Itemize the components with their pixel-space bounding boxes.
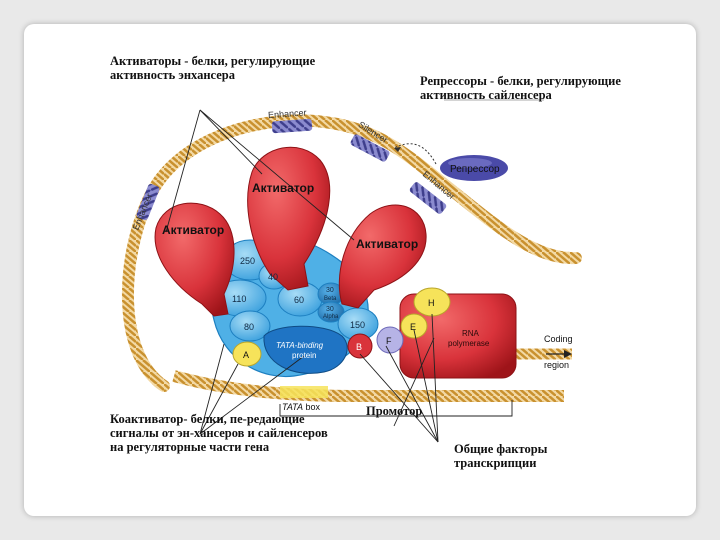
repressor-arrow bbox=[393, 143, 437, 165]
tfiib-subunit bbox=[347, 333, 373, 359]
tfiia-subunit bbox=[232, 341, 262, 367]
tfiih-label: H bbox=[428, 298, 435, 308]
taf30beta-label: 30 bbox=[326, 287, 334, 294]
taf80-subunit bbox=[229, 310, 271, 342]
tfiia-label: A bbox=[243, 350, 249, 360]
coding-region-label-line1: Coding bbox=[544, 334, 573, 344]
taf30alpha-label: 30 bbox=[326, 306, 334, 313]
coactivators-caption: Коактиватор- белки, пе-редающие сигналы … bbox=[110, 412, 328, 454]
activators-caption: Активаторы - белки, регулирующие активно… bbox=[110, 54, 316, 82]
promoter-caption: Промотор bbox=[366, 404, 423, 418]
tata-box-label: TATA box bbox=[282, 402, 321, 412]
enhancer-top-label: Enhancer bbox=[268, 107, 307, 120]
slide: Enhancer Enhancer Silencer Enhancer Репр… bbox=[24, 24, 696, 516]
transcription-diagram: Enhancer Enhancer Silencer Enhancer Репр… bbox=[122, 99, 582, 443]
enhancer-right-segment bbox=[409, 182, 447, 214]
taf40-label: 40 bbox=[268, 272, 278, 282]
repressors-caption: Репрессоры - белки, регулирующие активно… bbox=[420, 74, 621, 102]
repressor-highlight bbox=[448, 158, 492, 168]
activator-right bbox=[338, 204, 427, 309]
tbp-label-line1: TATA-binding bbox=[276, 341, 324, 350]
tata-box-label-italic: TATA bbox=[282, 402, 303, 412]
rna-pol-label-line2: polymerase bbox=[448, 339, 490, 348]
tfiib-label: B bbox=[356, 342, 362, 352]
callout-lines bbox=[165, 99, 544, 443]
rna-pol-label-line1: RNA bbox=[462, 329, 480, 338]
general-factors-caption: Общие факторы транскрипции bbox=[454, 442, 548, 470]
tbp-label-line2: protein bbox=[292, 351, 316, 360]
taf60-label: 60 bbox=[294, 295, 304, 305]
taf250-label: 250 bbox=[240, 256, 255, 266]
tfiif-label: F bbox=[386, 336, 392, 346]
taf150-label: 150 bbox=[350, 320, 365, 330]
activator-right-label: Активатор bbox=[356, 237, 418, 251]
tfiie-subunit bbox=[400, 313, 428, 339]
tata-binding-protein bbox=[263, 325, 348, 374]
enhancer-left-segment bbox=[136, 183, 160, 221]
enhancer-top-segment bbox=[271, 118, 313, 134]
silencer-segment bbox=[350, 134, 390, 162]
coding-region-arrowhead bbox=[564, 350, 572, 358]
tata-box-region bbox=[280, 386, 328, 398]
taf80-label: 80 bbox=[244, 322, 254, 332]
activator-left-label: Активатор bbox=[162, 223, 224, 237]
taf110-label: 110 bbox=[232, 294, 246, 304]
dna-strand-lower bbox=[172, 370, 564, 402]
tfiie-label: E bbox=[410, 322, 416, 332]
beta-label: Beta bbox=[324, 296, 337, 302]
repressor-label: Репрессор bbox=[450, 164, 500, 175]
activator-center bbox=[247, 146, 331, 291]
alpha-label: Alpha bbox=[323, 314, 339, 320]
activator-center-label: Активатор bbox=[252, 181, 314, 195]
repressor-arrowhead bbox=[394, 147, 401, 152]
activator-left bbox=[154, 202, 235, 317]
coding-region-label-line2: region bbox=[544, 360, 569, 370]
tata-box-label-rest: box bbox=[303, 402, 321, 412]
